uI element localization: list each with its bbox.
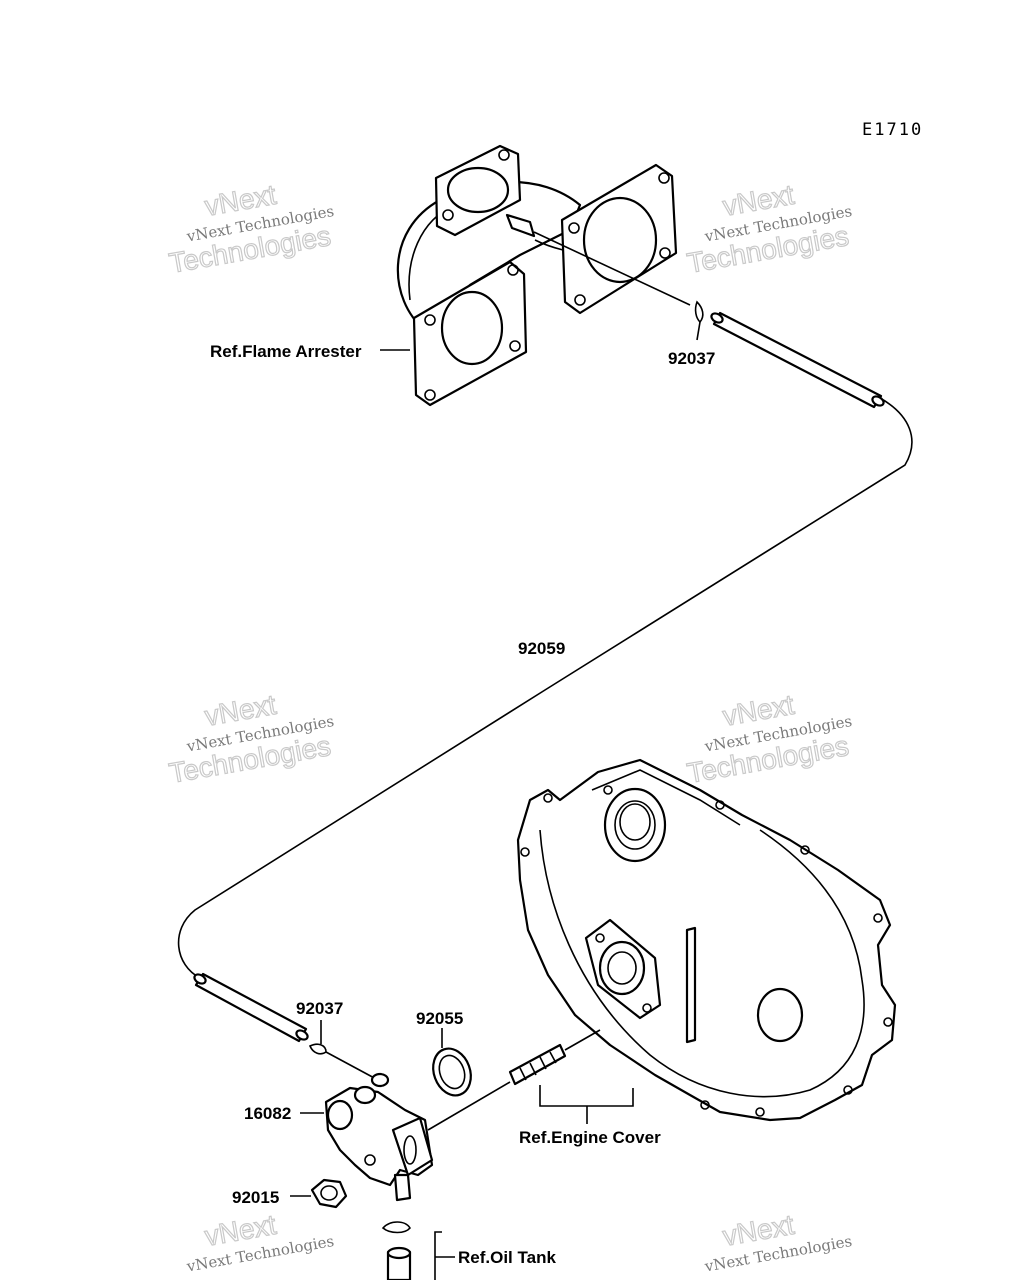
o-ring-92055 — [432, 1047, 472, 1097]
oil-tank-hose — [381, 1221, 412, 1280]
watermark-mid-right: vNext vNext Technologies Technologies — [684, 688, 853, 789]
label-92059: 92059 — [518, 639, 565, 658]
diagram-code: E1710 — [862, 120, 923, 140]
label-flame-arrester: Ref.Flame Arrester — [210, 342, 362, 361]
label-16082: 16082 — [244, 1104, 291, 1123]
leader-nipple-to-clip — [533, 231, 691, 306]
label-engine-cover: Ref.Engine Cover — [519, 1128, 661, 1147]
label-92037-bottom: 92037 — [296, 999, 343, 1018]
label-92015: 92015 — [232, 1188, 279, 1207]
engine-cover — [516, 758, 897, 1122]
hose-segment-top — [710, 311, 885, 409]
watermark-top-right: vNext vNext Technologies Technologies — [684, 178, 853, 279]
stud-bolt — [508, 1043, 567, 1086]
hose-segment-bottom — [193, 972, 309, 1043]
clip-92037-bottom — [308, 1043, 327, 1055]
watermark-bottom-right: vNext vNext Technologies — [703, 1208, 854, 1275]
nut-92015 — [310, 1178, 348, 1209]
clip-92037-top — [694, 300, 704, 324]
label-92037-top: 92037 — [668, 349, 715, 368]
oil-pump-16082 — [324, 1072, 434, 1202]
label-92055: 92055 — [416, 1009, 463, 1028]
watermark-top-left: vNext vNext Technologies Technologies — [166, 178, 335, 279]
hose-92059 — [177, 397, 913, 979]
watermark-bottom-left: vNext vNext Technologies — [185, 1208, 336, 1275]
watermark-mid-left: vNext vNext Technologies Technologies — [166, 688, 335, 789]
flame-arrester-assembly — [396, 144, 678, 407]
label-oil-tank: Ref.Oil Tank — [458, 1248, 556, 1267]
